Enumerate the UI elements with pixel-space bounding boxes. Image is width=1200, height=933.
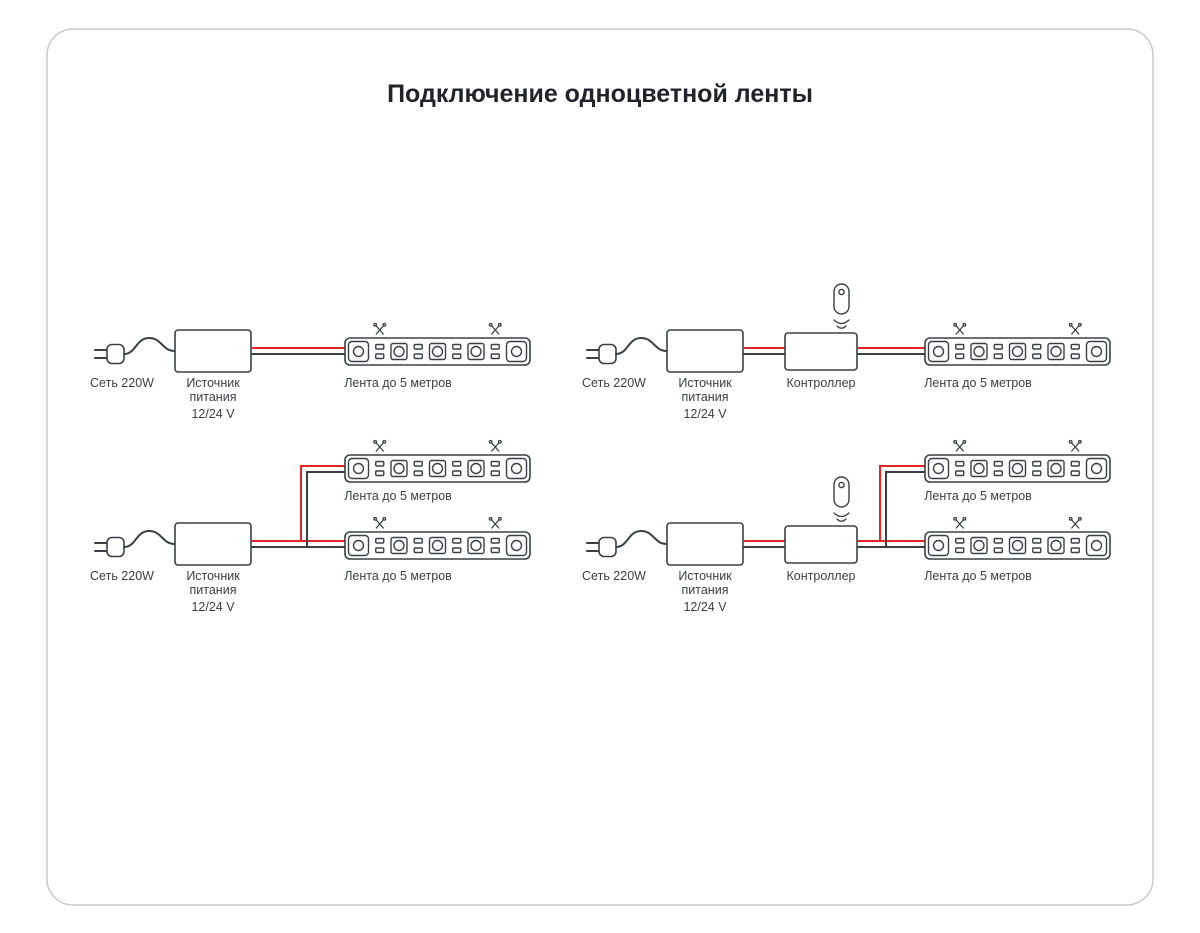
label-psu-line2: питания — [190, 583, 237, 597]
wire-black-branch — [885, 471, 925, 547]
page-title: Подключение одноцветной ленты — [387, 80, 813, 108]
page-border — [46, 28, 1154, 906]
label-strip-lower: Лента до 5 метров — [344, 569, 452, 583]
power-supply-box — [666, 329, 744, 373]
label-psu-line2: питания — [682, 583, 729, 597]
label-psu-line3: 12/24 V — [191, 407, 235, 421]
wire-red-branch — [300, 465, 345, 541]
label-controller: Контроллер — [787, 376, 856, 390]
diagram-psu-controller-two-strips: Лента до 5 метров Сеть 220W Источник пит… — [582, 441, 1110, 614]
label-mains: Сеть 220W — [582, 569, 646, 583]
label-mains: Сеть 220W — [90, 569, 154, 583]
power-supply-box — [174, 329, 252, 373]
diagram-psu-single-strip: Сеть 220W Источник питания 12/24 V Лента… — [90, 324, 530, 421]
label-strip-upper: Лента до 5 метров — [344, 489, 452, 503]
label-controller: Контроллер — [787, 569, 856, 583]
wire-red-branch — [879, 465, 925, 541]
diagram-psu-two-strips: Лента до 5 метров Сеть 220W Источник пит… — [90, 441, 530, 614]
label-psu-line1: Источник — [678, 569, 732, 583]
label-psu-line3: 12/24 V — [191, 600, 235, 614]
power-supply-box — [174, 522, 252, 566]
label-psu-line1: Источник — [186, 376, 240, 390]
diagram-psu-controller-single-strip: Сеть 220W Источник питания 12/24 V Контр… — [582, 283, 1110, 421]
label-strip: Лента до 5 метров — [924, 376, 1032, 390]
label-psu-line3: 12/24 V — [683, 600, 727, 614]
wire-black-branch — [306, 471, 345, 547]
label-mains: Сеть 220W — [582, 376, 646, 390]
power-supply-box — [666, 522, 744, 566]
label-strip: Лента до 5 метров — [344, 376, 452, 390]
label-psu-line2: питания — [682, 390, 729, 404]
label-mains: Сеть 220W — [90, 376, 154, 390]
controller-box — [784, 525, 858, 564]
label-psu-line1: Источник — [186, 569, 240, 583]
label-strip-upper: Лента до 5 метров — [924, 489, 1032, 503]
label-psu-line2: питания — [190, 390, 237, 404]
label-psu-line3: 12/24 V — [683, 407, 727, 421]
label-psu-line1: Источник — [678, 376, 732, 390]
controller-box — [784, 332, 858, 371]
label-strip-lower: Лента до 5 метров — [924, 569, 1032, 583]
